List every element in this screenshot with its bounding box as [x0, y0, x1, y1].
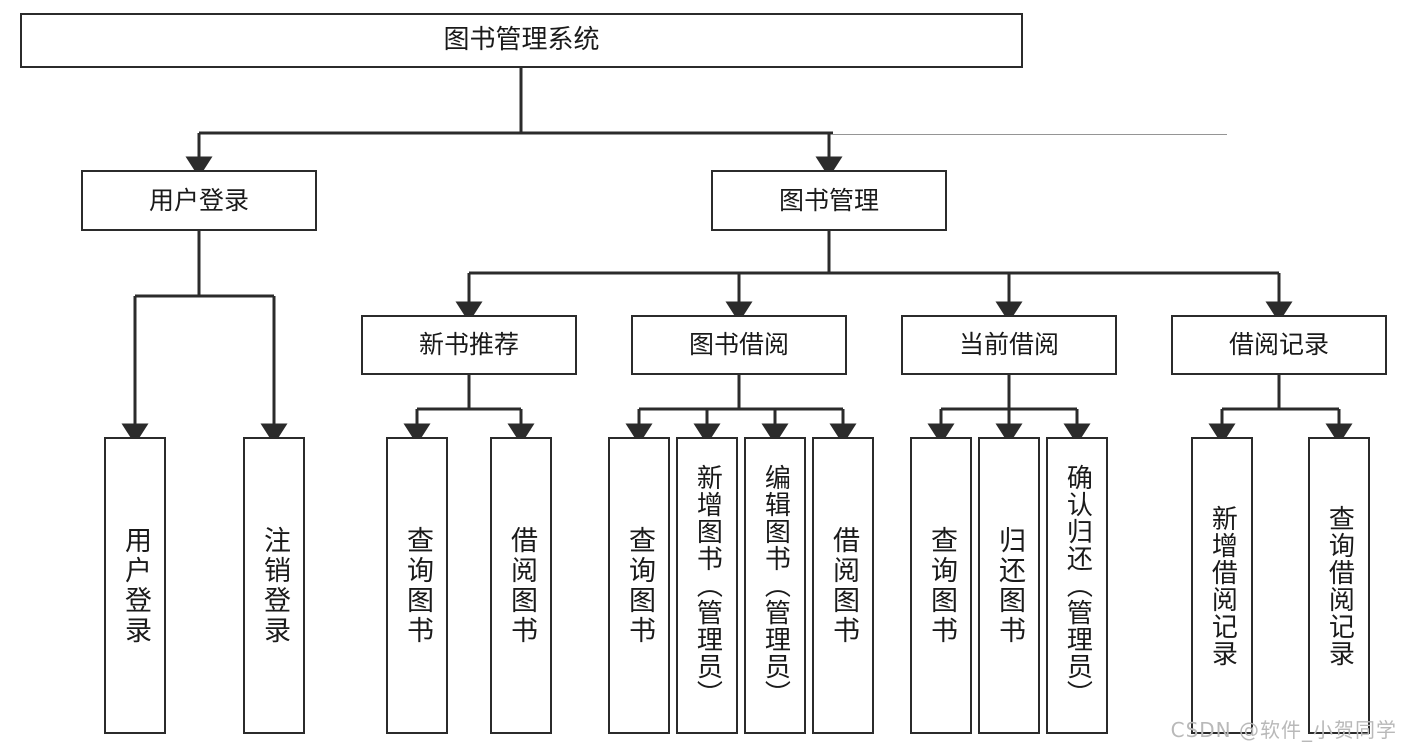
leaf-query-book-recommend[interactable]: 查询图书	[386, 437, 448, 734]
node-current-borrow[interactable]: 当前借阅	[901, 315, 1117, 375]
leaf-add-borrow-record[interactable]: 新增借阅记录	[1191, 437, 1253, 734]
leaf-edit-book-admin[interactable]: 编辑图书（管理员）	[744, 437, 806, 734]
leaf-add-book-admin[interactable]: 新增图书（管理员）	[676, 437, 738, 734]
node-borrow-record[interactable]: 借阅记录	[1171, 315, 1387, 375]
node-book-management[interactable]: 图书管理	[711, 170, 947, 231]
leaf-return-book[interactable]: 归还图书	[978, 437, 1040, 734]
leaf-query-borrow-record[interactable]: 查询借阅记录	[1308, 437, 1370, 734]
csdn-watermark: CSDN @软件_小贺同学	[1170, 718, 1397, 742]
leaf-logout-login[interactable]: 注销登录	[243, 437, 305, 734]
node-book-borrow[interactable]: 图书借阅	[631, 315, 847, 375]
node-root-system[interactable]: 图书管理系统	[20, 13, 1023, 68]
leaf-query-book-current[interactable]: 查询图书	[910, 437, 972, 734]
leaf-query-book-borrow[interactable]: 查询图书	[608, 437, 670, 734]
leaf-borrow-book-recommend[interactable]: 借阅图书	[490, 437, 552, 734]
node-new-book-recommend[interactable]: 新书推荐	[361, 315, 577, 375]
leaf-borrow-book[interactable]: 借阅图书	[812, 437, 874, 734]
leaf-confirm-return-admin[interactable]: 确认归还（管理员）	[1046, 437, 1108, 734]
leaf-user-login[interactable]: 用户登录	[104, 437, 166, 734]
node-user-login[interactable]: 用户登录	[81, 170, 317, 231]
